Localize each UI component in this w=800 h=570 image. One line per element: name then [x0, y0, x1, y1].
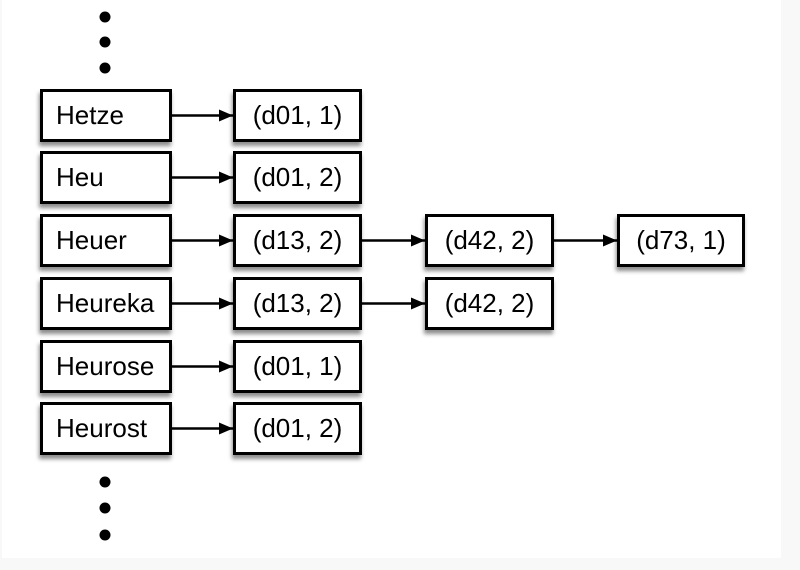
posting-box-heureka-1: (d13, 2) — [233, 277, 362, 330]
term-box-hetze: Hetze — [40, 89, 172, 142]
term-box-heurose: Heurose — [40, 340, 172, 393]
posting-box-heureka-2: (d42, 2) — [425, 277, 554, 330]
posting-box-heuer-3: (d73, 1) — [617, 214, 745, 267]
posting-box-heurost-1: (d01, 2) — [233, 402, 362, 455]
posting-box-hetze-1: (d01, 1) — [233, 89, 362, 142]
posting-box-heu-1: (d01, 2) — [233, 151, 362, 204]
term-box-heuer: Heuer — [40, 214, 172, 267]
term-box-heureka: Heureka — [40, 277, 172, 330]
posting-box-heuer-2: (d42, 2) — [425, 214, 554, 267]
term-box-heurost: Heurost — [40, 402, 172, 455]
posting-box-heurose-1: (d01, 1) — [233, 340, 362, 393]
term-box-heu: Heu — [40, 151, 172, 204]
posting-box-heuer-1: (d13, 2) — [233, 214, 362, 267]
